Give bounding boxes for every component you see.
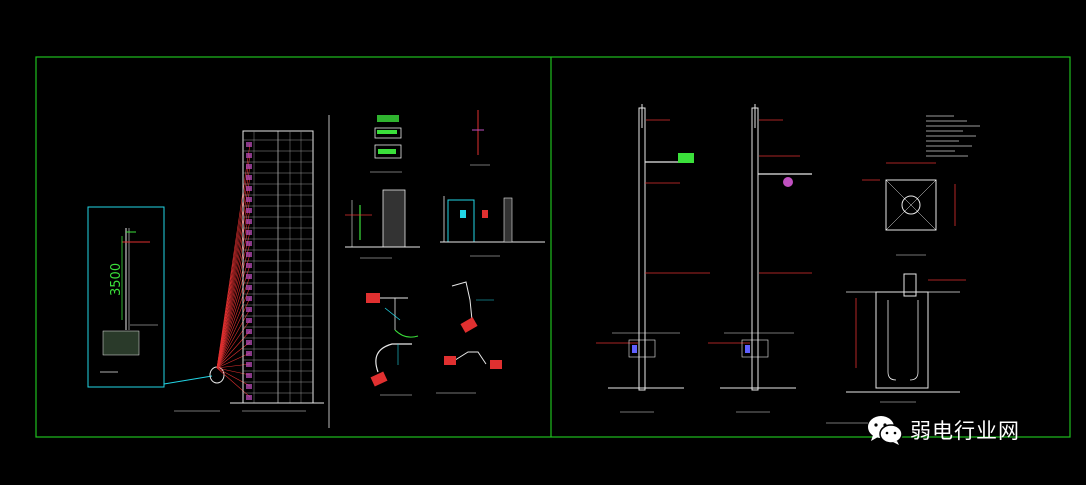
bracket-detail-d — [436, 351, 502, 394]
building-elevation — [230, 130, 324, 404]
wall-section-right — [440, 196, 545, 257]
sheet-border — [35, 56, 1071, 438]
red-leader-lines — [216, 143, 251, 398]
mount-detail-set — [370, 110, 490, 173]
dimension-label: 3500 — [109, 263, 124, 296]
bracket-detail-b — [451, 281, 494, 333]
wall-detail-box — [87, 206, 165, 388]
base-plate-plan — [862, 162, 956, 256]
notes-text-block — [926, 115, 980, 157]
callout-circle — [209, 366, 225, 384]
pole-elevation-b — [708, 104, 812, 413]
bracket-detail-c — [370, 343, 412, 396]
watermark: 弱电行业网 — [866, 410, 1020, 450]
bracket-detail-a — [366, 293, 419, 338]
foundation-section — [826, 273, 966, 424]
wall-section-left — [345, 189, 420, 259]
watermark-text: 弱电行业网 — [910, 419, 1020, 443]
wechat-icon — [868, 416, 903, 445]
callout-line — [163, 375, 213, 385]
pole-elevation-a — [596, 104, 710, 413]
